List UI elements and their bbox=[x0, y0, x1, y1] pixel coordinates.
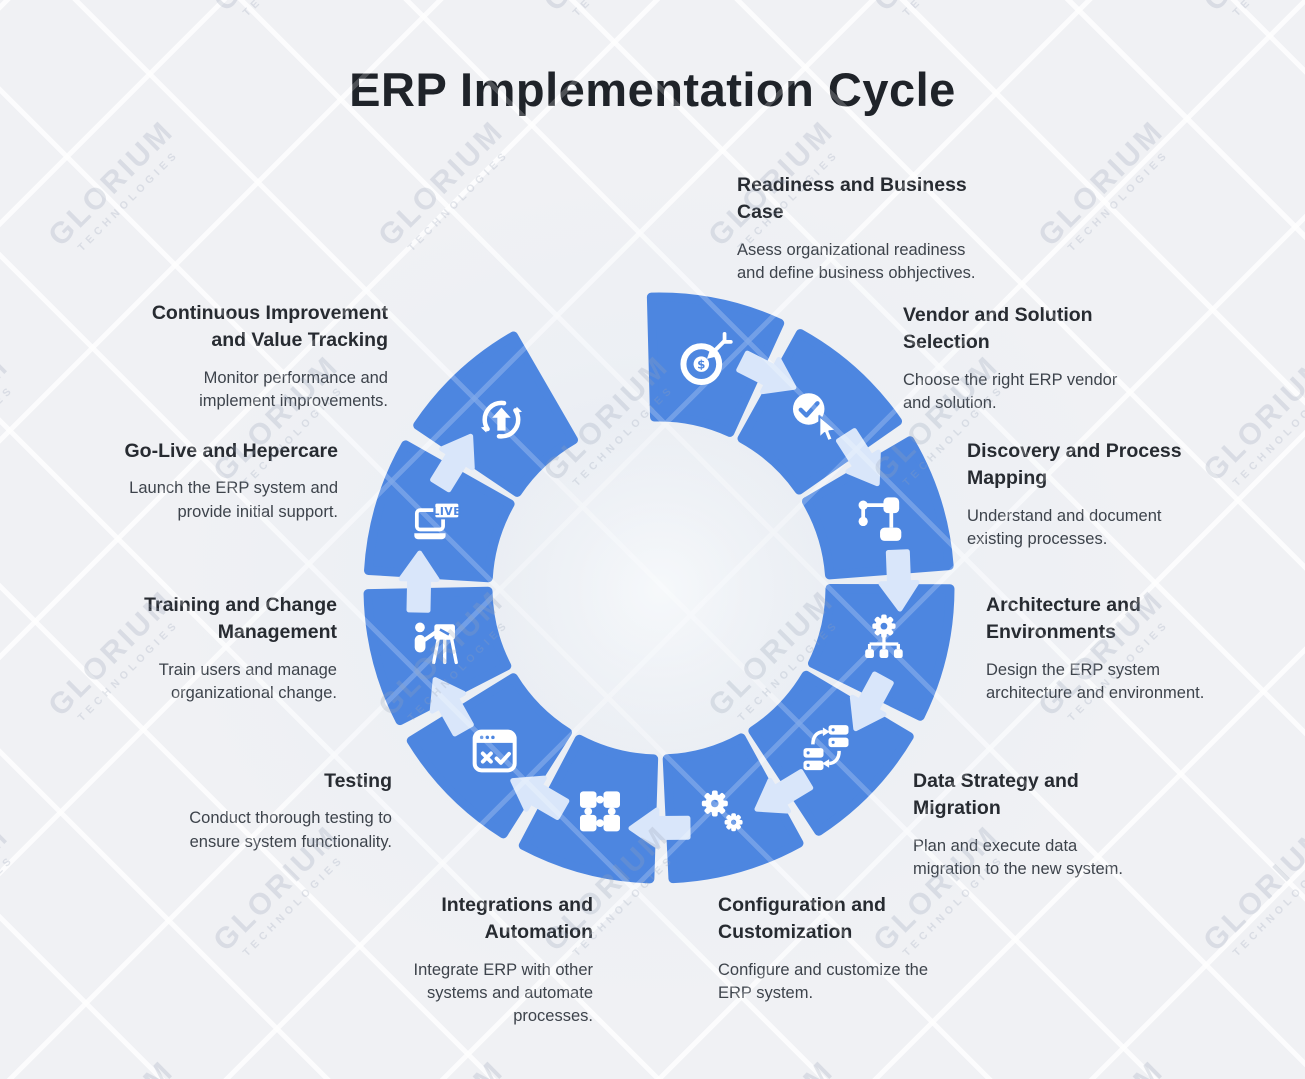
step-description-go-live: Launch the ERP system and provide initia… bbox=[129, 479, 338, 521]
step-description-improvement: Monitor performance and implement improv… bbox=[199, 368, 388, 411]
step-heading-readiness: Readiness and Business Case bbox=[737, 174, 967, 224]
step-heading-testing: Testing bbox=[324, 770, 392, 792]
flow-arrow bbox=[510, 775, 570, 820]
step-description-data-migration: Plan and execute data migration to the n… bbox=[913, 836, 1124, 879]
step-heading-vendor-selection: Vendor and Solution Selection bbox=[903, 304, 1093, 354]
step-heading-training: Training and Change Management bbox=[144, 594, 337, 644]
flow-arrow bbox=[835, 428, 881, 487]
step-description-testing: Conduct thorough testing to ensure syste… bbox=[189, 809, 392, 851]
step-description-architecture: Design the ERP system architecture and e… bbox=[986, 660, 1205, 703]
segment-discovery bbox=[801, 436, 954, 580]
step-description-configuration: Configure and customize the ERP system. bbox=[718, 960, 929, 1003]
step-heading-integrations: Integrations and Automation bbox=[441, 894, 593, 944]
step-heading-go-live: Go-Live and Hepercare bbox=[124, 440, 339, 462]
step-description-discovery: Understand and document existing process… bbox=[967, 506, 1162, 549]
flow-arrow bbox=[429, 677, 474, 737]
segment-configuration bbox=[662, 733, 804, 884]
page-title: ERP Implementation Cycle bbox=[349, 63, 956, 116]
step-description-readiness: Asess organizational readiness and defin… bbox=[737, 240, 976, 283]
flow-arrow bbox=[878, 549, 920, 612]
segment-readiness bbox=[646, 292, 785, 437]
step-description-training: Train users and manage organizational ch… bbox=[158, 660, 337, 703]
step-heading-discovery: Discovery and Process Mapping bbox=[967, 440, 1182, 490]
flow-arrow bbox=[398, 550, 440, 613]
flow-arrow bbox=[849, 671, 894, 732]
flow-arrow bbox=[754, 769, 814, 814]
step-description-integrations: Integrate ERP with other systems and aut… bbox=[413, 960, 593, 1026]
step-heading-architecture: Architecture and Environments bbox=[986, 594, 1141, 644]
flow-arrow bbox=[628, 807, 691, 849]
flow-arrow bbox=[430, 433, 475, 493]
step-improvement: Continuous Improvement and Value Trackin… bbox=[118, 300, 388, 413]
flow-arrow bbox=[736, 350, 797, 395]
step-heading-improvement: Continuous Improvement and Value Trackin… bbox=[151, 302, 388, 352]
segment-training bbox=[363, 586, 512, 726]
step-description-vendor-selection: Choose the right ERP vendor and solution… bbox=[903, 370, 1118, 413]
step-heading-configuration: Configuration and Customization bbox=[718, 894, 886, 944]
step-heading-data-migration: Data Strategy and Migration bbox=[913, 770, 1079, 820]
